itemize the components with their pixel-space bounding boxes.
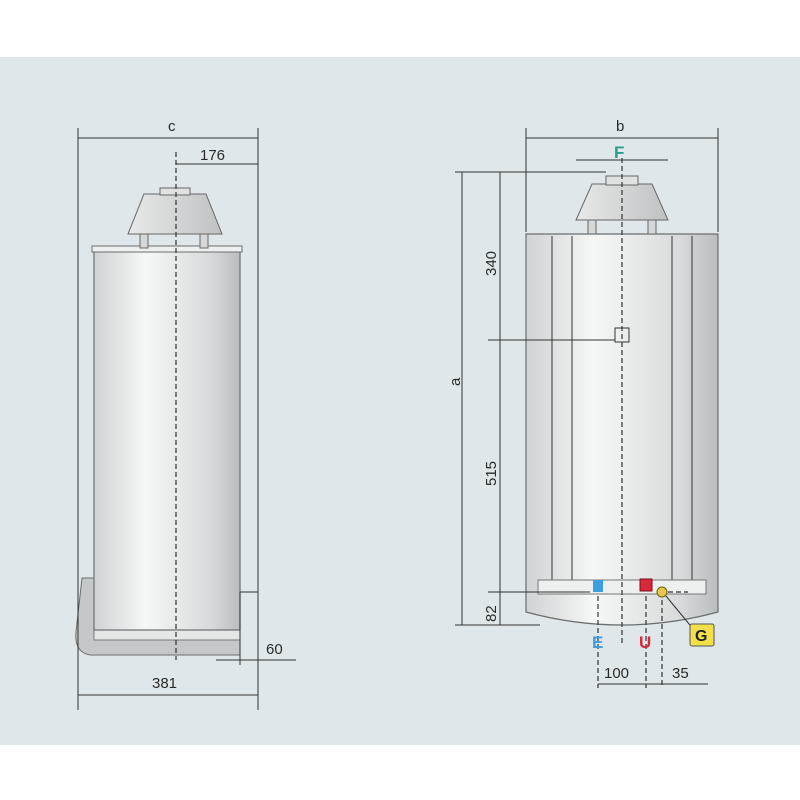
dim-176-label: 176: [200, 147, 225, 164]
dim-c-label: c: [168, 118, 176, 135]
cold-water-label: E: [592, 633, 603, 652]
thermostat-box: [614, 327, 630, 343]
hot-water-connection: [639, 578, 653, 592]
front-flue-leg-left: [587, 219, 597, 235]
dim-82-label: 82: [483, 605, 500, 622]
side-flue-legs-right: [199, 233, 209, 249]
dim-35-label: 35: [672, 665, 689, 682]
gas-connection: [656, 586, 668, 598]
flue-label: F: [614, 143, 624, 162]
dim-100-label: 100: [604, 665, 629, 682]
dim-381-label: 381: [152, 675, 177, 692]
front-tank-body: [525, 233, 719, 626]
front-flue-leg-right: [647, 219, 657, 235]
side-tank-body: [93, 249, 241, 631]
dim-60-label: 60: [266, 641, 283, 658]
hot-water-label: U: [639, 633, 651, 652]
side-flue-hood: [127, 193, 223, 235]
cold-water-connection: [593, 580, 603, 592]
side-flue-pipe: [159, 187, 191, 196]
dim-340-label: 340: [483, 251, 500, 276]
front-view: b F a 340 515 82 E U G 100 35: [447, 118, 719, 688]
dim-a-label: a: [447, 377, 464, 386]
dim-b-label: b: [616, 118, 624, 135]
dim-515-label: 515: [483, 461, 500, 486]
gas-label-box: [689, 623, 715, 647]
gas-label: G: [695, 628, 707, 645]
side-tank-top: [91, 245, 243, 253]
side-view: c 176 381 60: [75, 118, 296, 710]
side-flue-legs-left: [139, 233, 149, 249]
